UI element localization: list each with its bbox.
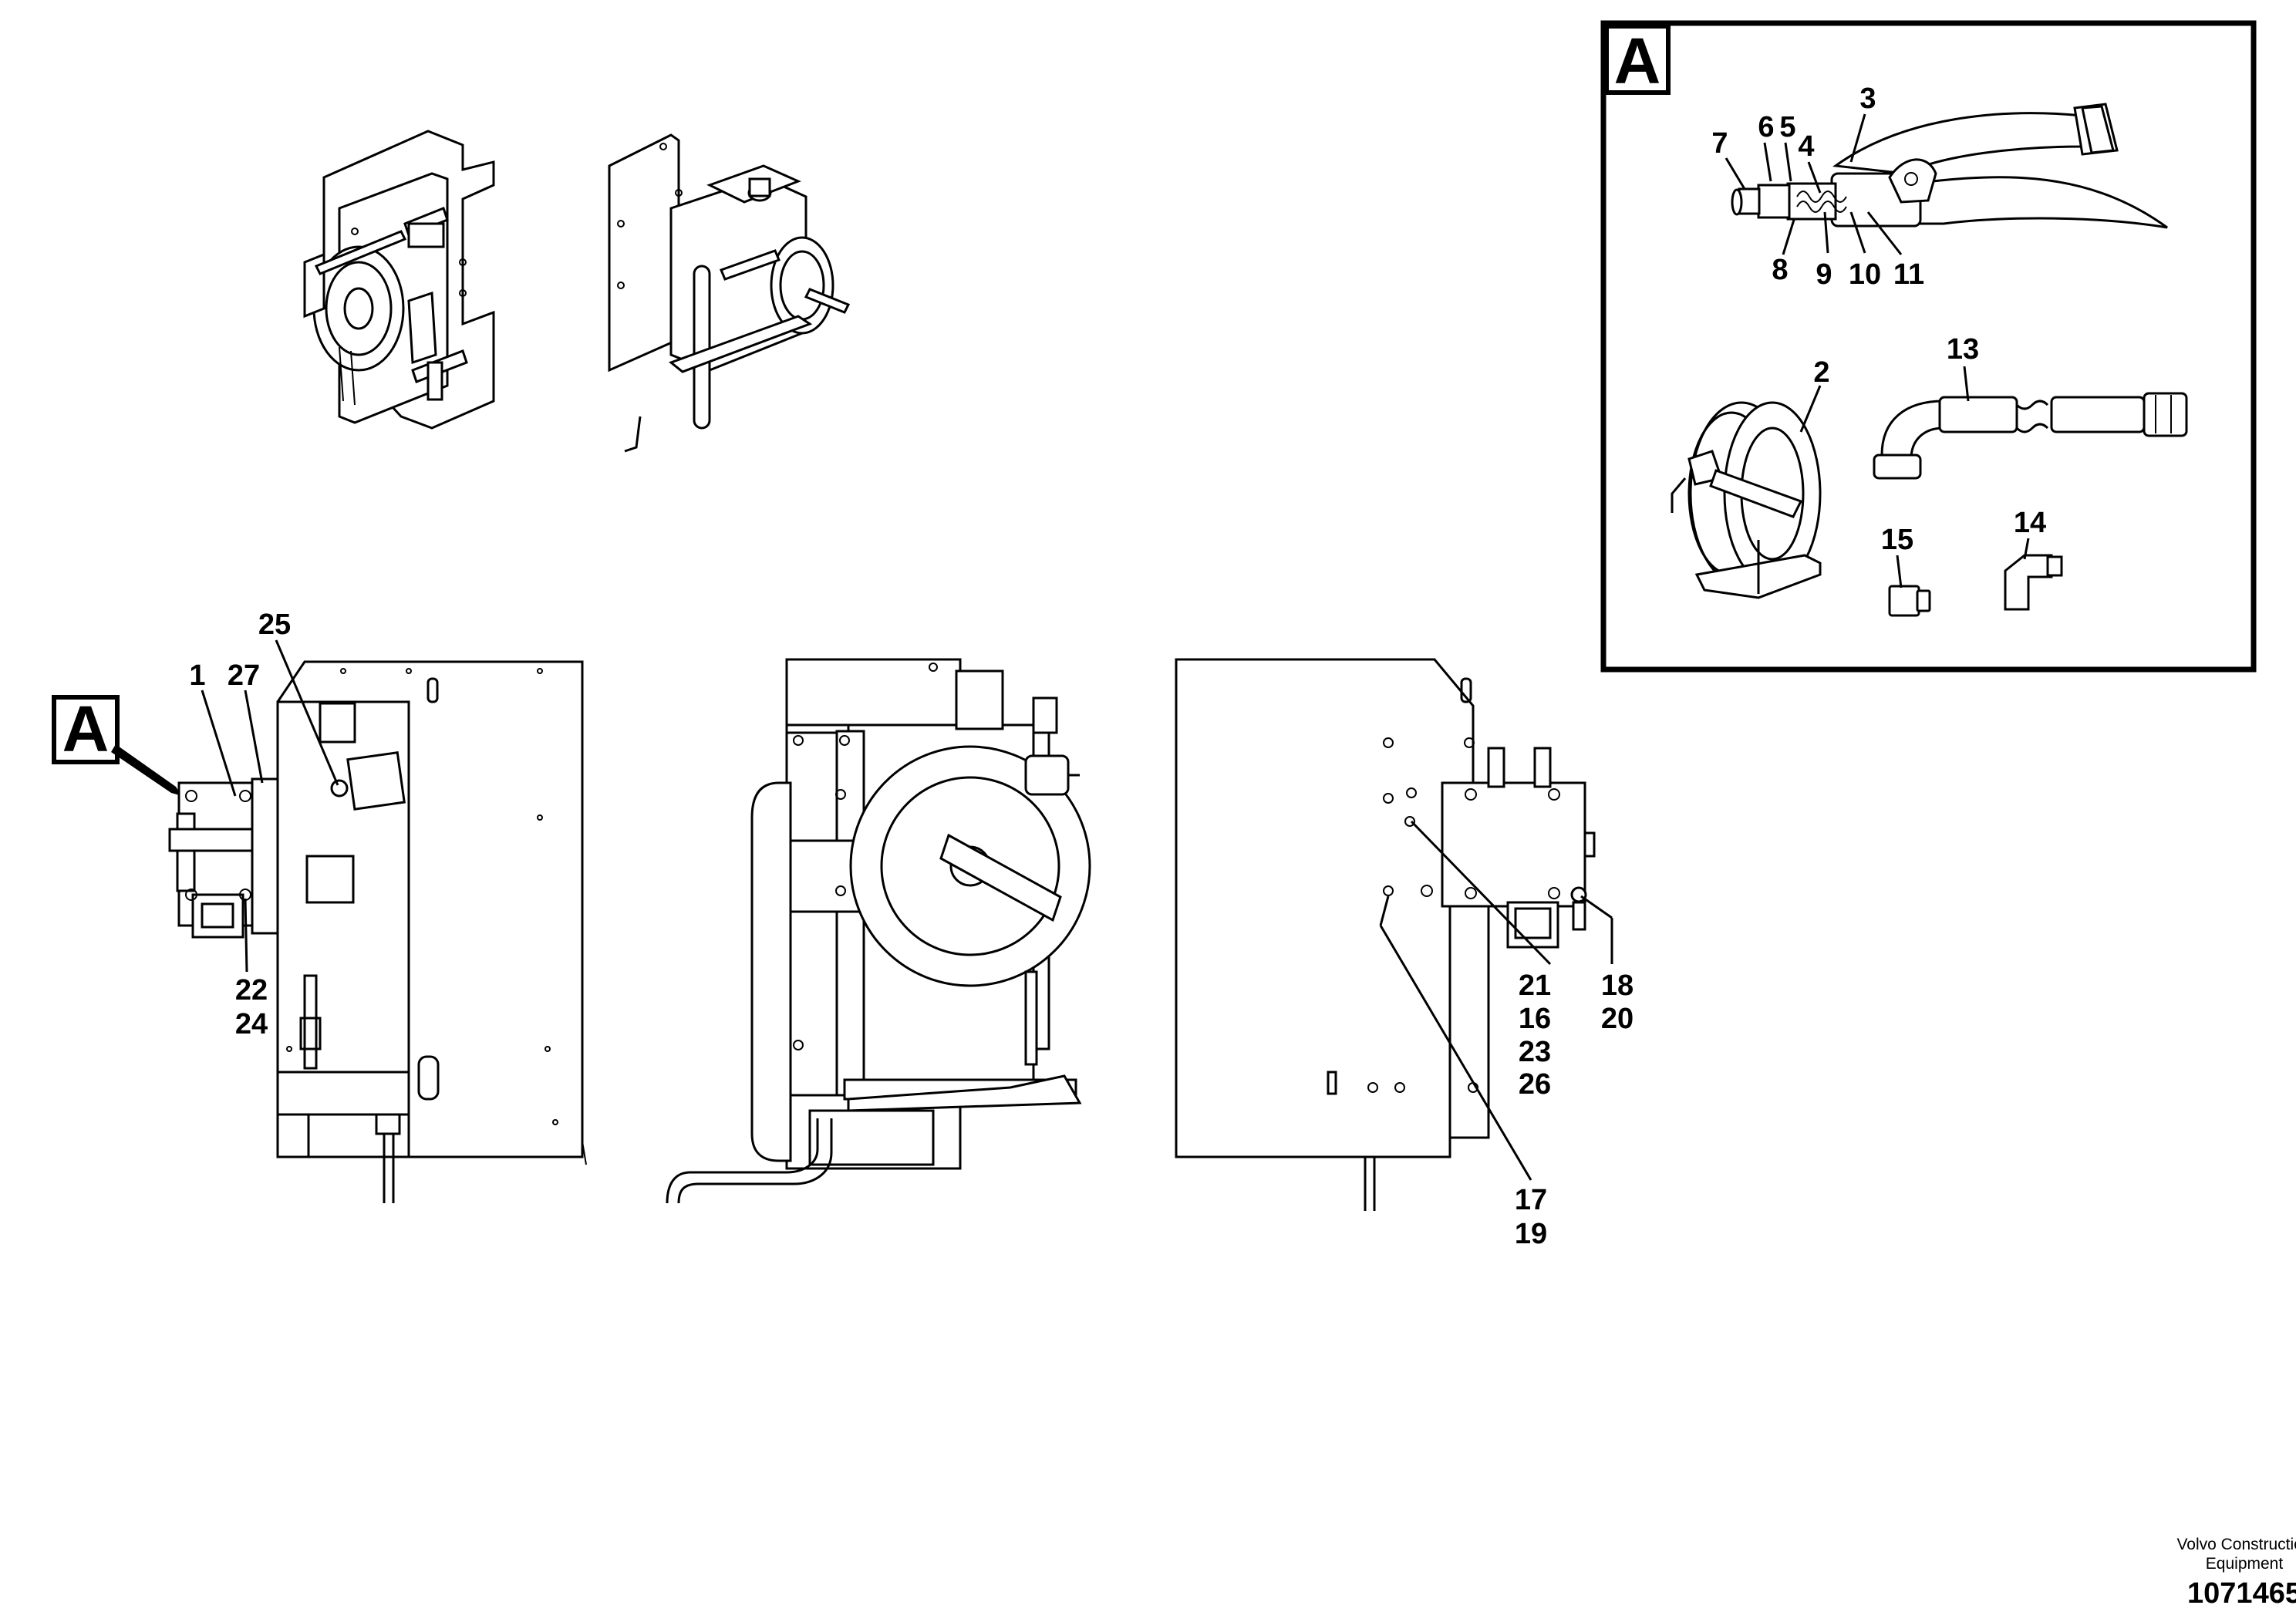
callout-23: 23	[1519, 1036, 1551, 1068]
side-view	[666, 658, 1091, 1204]
title-block: Volvo Construction Equipment 1071465	[2176, 1536, 2296, 1610]
fastener-marks	[286, 668, 558, 1125]
callout-8: 8	[1772, 254, 1788, 286]
callout-16: 16	[1519, 1003, 1551, 1035]
fitting-15	[1888, 585, 1931, 617]
isometric-view-rear	[608, 133, 851, 453]
callout-25: 25	[258, 609, 291, 641]
callout-26: 26	[1519, 1068, 1551, 1101]
callout-14: 14	[2014, 507, 2046, 539]
callout-2: 2	[1813, 356, 1829, 389]
callout-3: 3	[1859, 83, 1876, 115]
fitting-14	[2004, 554, 2063, 611]
hose-reel	[1671, 401, 1822, 599]
callout-9: 9	[1816, 258, 1832, 291]
isometric-view-front	[303, 130, 495, 430]
detail-a-label: A	[1614, 25, 1661, 97]
callout-7: 7	[1711, 127, 1728, 160]
callout-22: 22	[235, 974, 268, 1007]
callout-11: 11	[1893, 258, 1924, 291]
front-view: A	[52, 660, 587, 1203]
callout-13: 13	[1947, 333, 1979, 366]
company-line-1: Volvo Construction	[2176, 1536, 2296, 1553]
callout-15: 15	[1881, 524, 1913, 556]
callout-17: 17	[1515, 1184, 1547, 1216]
leader-lines	[201, 113, 2030, 1181]
callout-4: 4	[1798, 130, 1814, 163]
callout-18: 18	[1601, 969, 1633, 1002]
detail-a-frame: A	[1600, 20, 2257, 673]
grease-gun-assembly	[1731, 103, 2168, 229]
callout-5: 5	[1779, 111, 1795, 143]
callout-19: 19	[1515, 1218, 1547, 1250]
detail-a-marker: A	[62, 693, 110, 765]
hydraulic-hose	[1873, 392, 2188, 480]
company-line-2: Equipment	[2206, 1555, 2284, 1573]
callout-labels: 3 4 6 5 7 8 9 10 11 13 2 14 15 25 1 27 2…	[189, 83, 2046, 1250]
callout-24: 24	[235, 1008, 268, 1040]
callout-27: 27	[228, 659, 260, 692]
callout-21: 21	[1519, 969, 1551, 1002]
callout-20: 20	[1601, 1003, 1633, 1035]
drawing-number: 1071465	[2187, 1577, 2296, 1610]
callout-10: 10	[1849, 258, 1881, 291]
callout-6: 6	[1758, 111, 1774, 143]
callout-1: 1	[189, 659, 205, 692]
